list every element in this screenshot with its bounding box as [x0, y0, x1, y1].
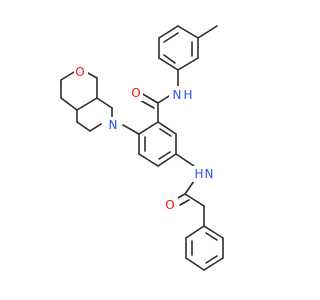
- morpholine-o-label: O: [75, 65, 84, 79]
- bond-tolyl-3: [158, 25, 179, 39]
- amide-h-label: H: [183, 88, 192, 102]
- molecule-diagram: N H O N O H N: [60, 25, 224, 271]
- bond-phenyl-inner-2: [205, 255, 218, 264]
- bond-benz-3: [157, 153, 177, 167]
- bond-phenyl-inner-1: [205, 232, 218, 241]
- acetamide-o-label: O: [165, 198, 174, 212]
- atom-morpholine-o: O: [74, 64, 88, 80]
- bond-tolyl-methyl: [197, 25, 218, 39]
- bond-tolyl-inner-3: [163, 54, 176, 64]
- amide-n-label: N: [173, 88, 182, 102]
- atom-acetamide-nh-bg: [186, 166, 214, 182]
- molecule-svg: N H O N O H N: [60, 25, 224, 271]
- bond-acetamide-n-c: [184, 180, 195, 195]
- bond-nh-carbonyl: [157, 95, 170, 104]
- atom-labels: N H O N O H N: [74, 64, 214, 213]
- bond-tolyl-1: [158, 57, 179, 71]
- bond-morph-6: [76, 121, 91, 132]
- acetamide-n-label: N: [205, 167, 214, 181]
- bond-phenyl-1: [203, 225, 224, 239]
- atom-morpholine-n: N: [105, 117, 121, 133]
- bond-benz-1: [157, 121, 177, 135]
- bond-acetamide-ch2: [184, 193, 205, 207]
- bond-morph-5: [89, 123, 102, 132]
- bond-morph-2: [96, 97, 113, 109]
- bond-tolyl-4: [177, 25, 199, 39]
- bond-morph-3: [76, 97, 98, 111]
- bond-benz-inner-1: [159, 128, 172, 137]
- bond-acetamide-c-o-2: [179, 199, 190, 206]
- atom-amide-nh-bg: [169, 86, 185, 104]
- bond-tolyl-inner-1: [163, 32, 179, 43]
- bond-phenyl-4: [185, 257, 205, 271]
- bond-tolyl-6: [177, 57, 199, 71]
- bond-benz-acetamide-n: [175, 153, 195, 167]
- atom-amide-o: O: [129, 85, 143, 101]
- atom-acetamide-nh: H N: [186, 166, 214, 182]
- bond-benz-morph-n: [122, 124, 140, 135]
- bonds: [60, 25, 224, 271]
- bond-phenyl-3: [203, 257, 224, 271]
- morpholine-n-label: N: [109, 118, 118, 132]
- atom-acetamide-o: O: [164, 197, 178, 213]
- bond-phenyl-6: [185, 225, 205, 239]
- amide-o-label: O: [131, 86, 140, 100]
- bond-benz-4: [138, 153, 159, 167]
- bond-morph-11: [60, 97, 78, 111]
- atom-acetamide-o-bg: [164, 197, 178, 213]
- atom-amide-nh: N H: [169, 86, 193, 104]
- atom-morpholine-o-bg: [74, 64, 88, 80]
- atom-morpholine-n-bg: [105, 117, 121, 133]
- bond-benz-6: [138, 121, 159, 135]
- acetamide-h-label: H: [194, 167, 203, 181]
- bond-carbonyl-o-1: [140, 92, 159, 104]
- bond-benz-inner-2: [158, 151, 171, 160]
- bond-morph-9: [60, 71, 75, 81]
- atom-amide-o-bg: [129, 85, 143, 101]
